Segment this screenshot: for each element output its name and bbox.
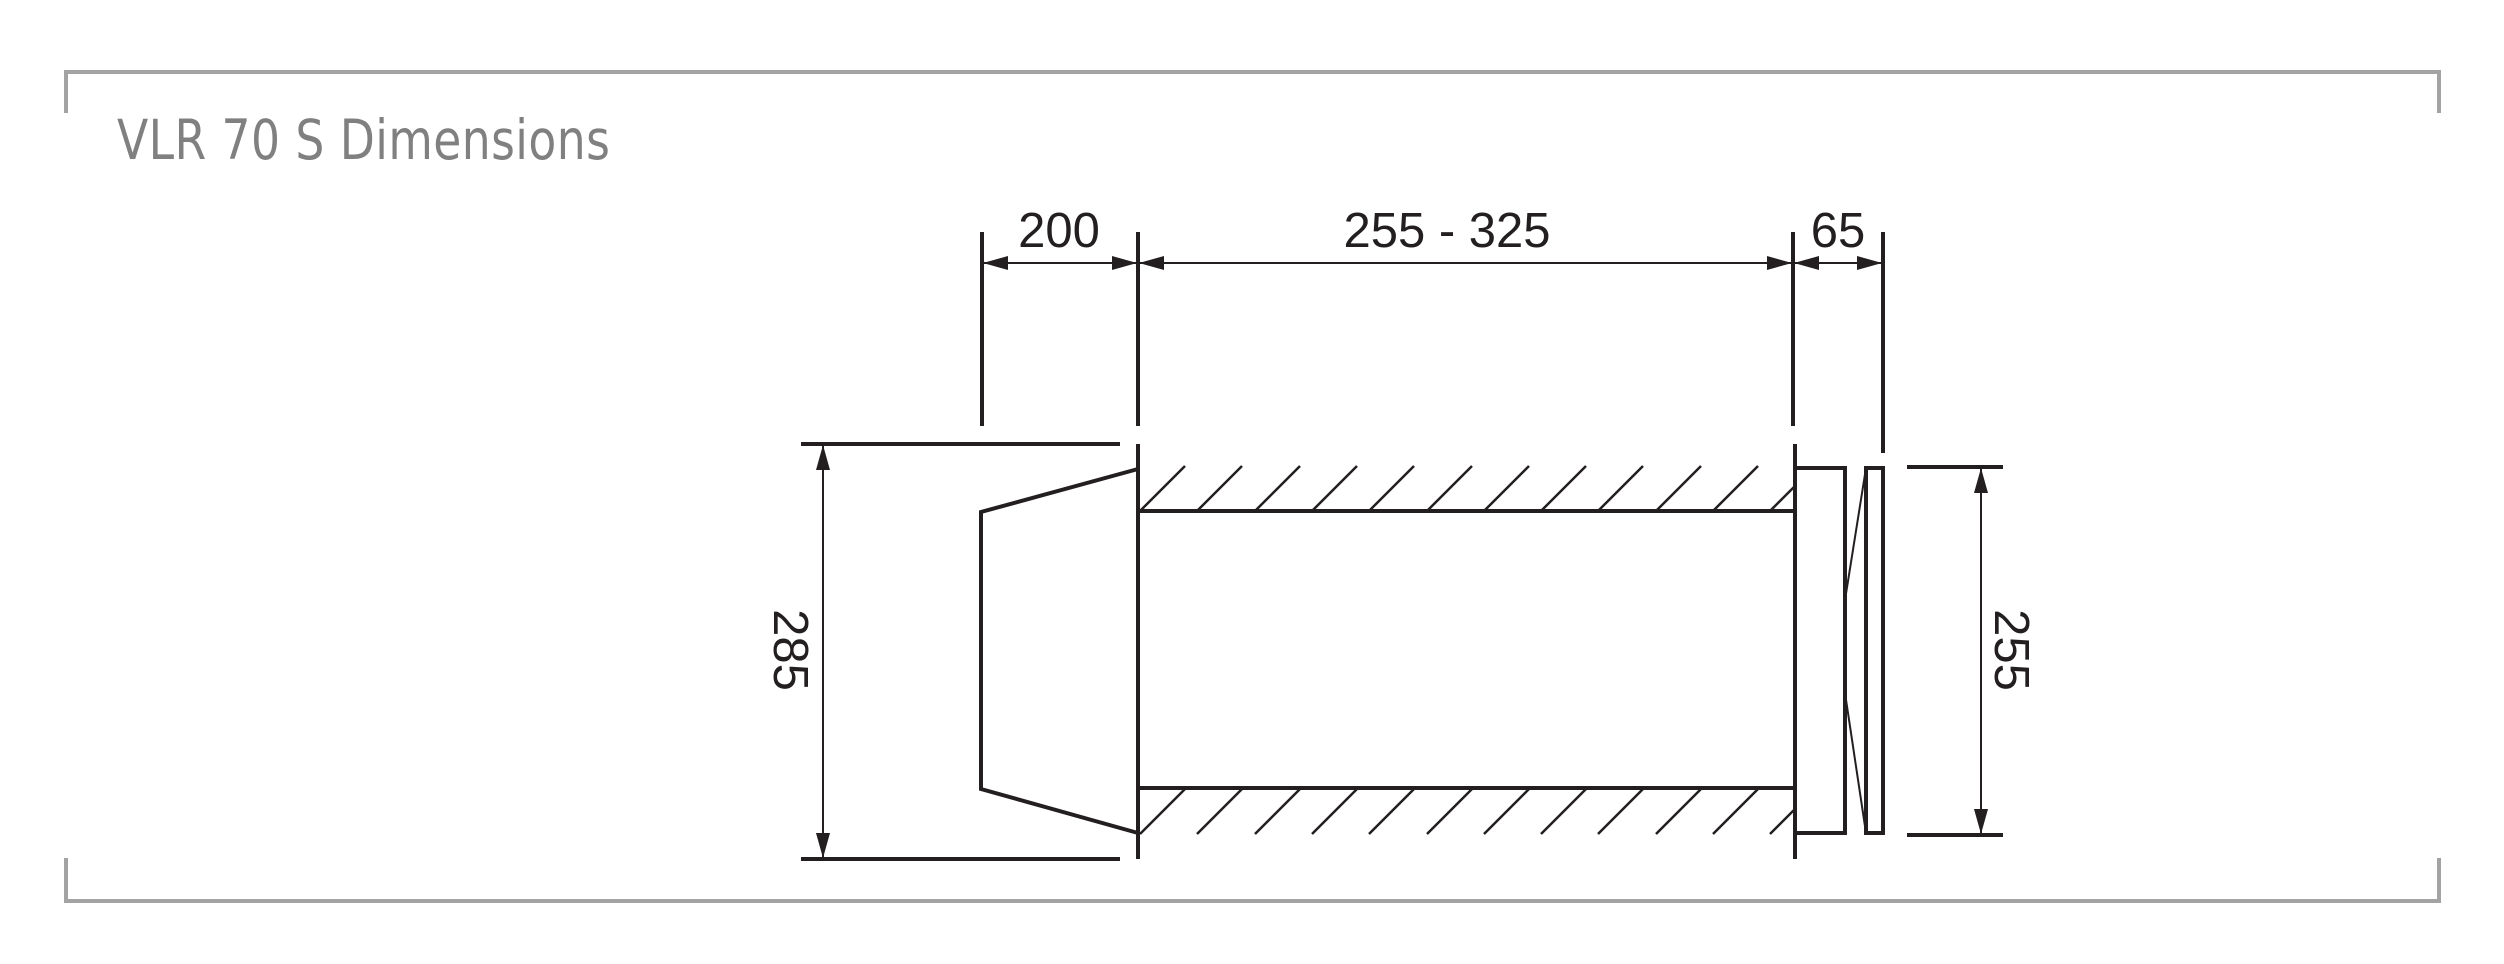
wall-hatching-top xyxy=(1139,465,1795,512)
page-title: VLR 70 S Dimensions xyxy=(117,108,611,172)
dimension-label-200: 200 xyxy=(1018,204,1100,258)
dimension-grille-depth: 65 xyxy=(1793,204,1883,270)
inner-grille xyxy=(1795,466,1885,835)
dimension-hood-height: 285 xyxy=(763,444,830,859)
outer-hood xyxy=(979,467,1139,835)
dimension-hood-length: 200 xyxy=(982,204,1138,270)
extension-lines xyxy=(801,232,2003,861)
dimension-label-pipe: 255 - 325 xyxy=(1343,204,1550,258)
frame-border xyxy=(64,70,2441,903)
pipe-body xyxy=(1138,509,1795,790)
dimension-label-65: 65 xyxy=(1811,204,1866,258)
wall-hatching-bottom xyxy=(1139,788,1795,835)
dimension-grille-height: 255 xyxy=(1974,467,2038,835)
dimension-label-285: 285 xyxy=(763,609,817,691)
dimension-pipe-length: 255 - 325 xyxy=(1138,204,1793,270)
dimension-label-255: 255 xyxy=(1984,609,2038,691)
